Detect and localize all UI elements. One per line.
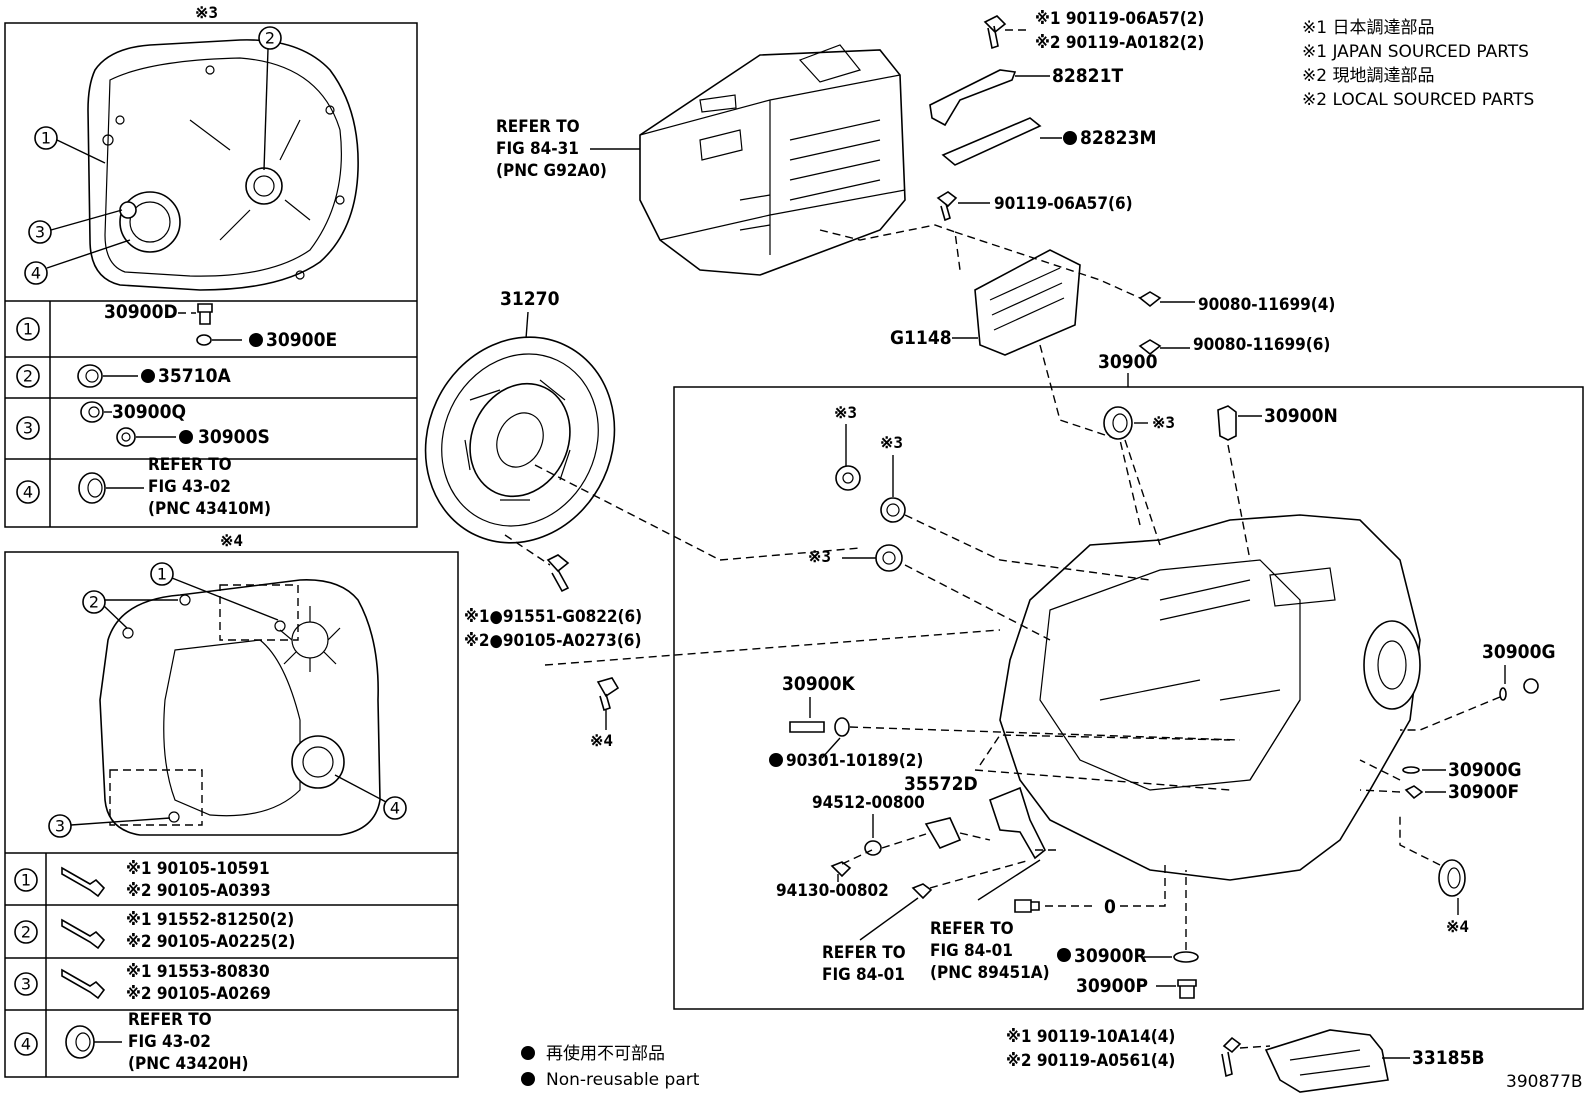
refer-inverter-2: FIG 84-31 xyxy=(496,139,579,159)
footer-legend-1: 再使用不可部品 xyxy=(546,1043,665,1064)
svg-text:3: 3 xyxy=(35,223,45,242)
mark-3-c: ※3 xyxy=(808,547,831,566)
part-30900P: 30900P xyxy=(1076,975,1148,997)
part-30900: 30900 xyxy=(1098,351,1158,373)
part-30900G-bottom: 30900G xyxy=(1448,759,1522,781)
legend-line-1: ※1 日本調達部品 xyxy=(1302,18,1434,38)
legend-line-3: ※2 現地調達部品 xyxy=(1302,66,1434,86)
part-G1148: G1148 xyxy=(890,327,952,349)
bolt-11699-4: 90080-11699(4) xyxy=(1198,295,1335,315)
transaxle-housing-drawing xyxy=(999,514,1421,881)
oring-90301: 90301-10189(2) xyxy=(786,751,923,771)
figure-code: 390877B xyxy=(1506,1072,1583,1092)
bolt-bottom-2: ※2 90119-A0561(4) xyxy=(1006,1051,1175,1071)
panel-3-refer-3: (PNC 43410M) xyxy=(148,499,271,519)
part-94130: 94130-00802 xyxy=(776,881,889,901)
panel-3-title: ※3 xyxy=(195,3,218,22)
svg-text:1: 1 xyxy=(23,320,33,339)
refer-fig-2b: FIG 84-01 xyxy=(930,941,1013,961)
panel-4-refer-2: FIG 43-02 xyxy=(128,1032,211,1052)
panel-4-row1-p1: ※1 90105-10591 xyxy=(126,859,270,879)
svg-text:2: 2 xyxy=(265,29,275,48)
panel-4-callouts: 1 2 3 4 xyxy=(48,562,407,838)
panel-3-callouts: 2 1 3 4 xyxy=(24,26,282,285)
mark-3-d: ※3 xyxy=(1152,413,1175,432)
svg-text:2: 2 xyxy=(23,367,33,386)
legend-line-2: ※1 JAPAN SOURCED PARTS xyxy=(1302,42,1529,62)
svg-text:4: 4 xyxy=(390,799,400,818)
part-35572D: 35572D xyxy=(904,773,978,795)
svg-text:4: 4 xyxy=(23,483,33,502)
panel-4: ※4 1 2 3 4 xyxy=(4,531,459,1078)
panel-4-row1-p2: ※2 90105-A0393 xyxy=(126,881,271,901)
svg-text:2: 2 xyxy=(89,593,99,612)
panel-4-row3-p2: ※2 90105-A0269 xyxy=(126,984,271,1004)
svg-text:1: 1 xyxy=(157,565,167,584)
svg-text:2: 2 xyxy=(21,923,31,942)
mark-4-seal: ※4 xyxy=(1446,917,1469,936)
refer-fig-1a: REFER TO xyxy=(822,943,906,963)
refer-inverter-1: REFER TO xyxy=(496,117,580,137)
part-30900K: 30900K xyxy=(782,673,855,695)
part-33185B: 33185B xyxy=(1412,1047,1485,1069)
part-94512: 94512-00800 xyxy=(812,793,925,813)
refer-fig-2c: (PNC 89451A) xyxy=(930,963,1050,983)
part-82821T: 82821T xyxy=(1052,65,1123,87)
svg-text:4: 4 xyxy=(31,264,41,283)
svg-text:1: 1 xyxy=(41,129,51,148)
panel-4-housing-drawing xyxy=(99,579,381,836)
panel-3-part-30900S: 30900S xyxy=(198,426,270,448)
bolt-bottom-1: ※1 90119-10A14(4) xyxy=(1006,1027,1175,1047)
part-31270: 31270 xyxy=(500,288,560,310)
inverter-assembly xyxy=(639,44,906,276)
svg-text:1: 1 xyxy=(21,871,31,890)
panel-3-housing-drawing xyxy=(87,39,359,291)
bolt-clutch-1: ※1●91551-G0822(6) xyxy=(464,607,642,627)
panel-4-title: ※4 xyxy=(220,531,243,550)
panel-4-refer-1: REFER TO xyxy=(128,1010,212,1030)
mark-3-a: ※3 xyxy=(834,403,857,422)
svg-text:3: 3 xyxy=(21,975,31,994)
panel-4-row3-p1: ※1 91553-80830 xyxy=(126,962,270,982)
panel-3-part-30900Q: 30900Q xyxy=(112,401,186,423)
bolt-top-2: ※2 90119-A0182(2) xyxy=(1035,33,1204,53)
bolt-top-1: ※1 90119-06A57(2) xyxy=(1035,9,1204,29)
sourcing-legend: ※1 日本調達部品 ※1 JAPAN SOURCED PARTS ※2 現地調達… xyxy=(1302,18,1534,110)
mark-4-bolt: ※4 xyxy=(590,731,613,750)
panel-4-row2-p1: ※1 91552-81250(2) xyxy=(126,910,294,930)
svg-text:3: 3 xyxy=(55,817,65,836)
mark-3-b: ※3 xyxy=(880,433,903,452)
panel-3-refer-1: REFER TO xyxy=(148,455,232,475)
svg-text:3: 3 xyxy=(23,419,33,438)
refer-fig-1b: FIG 84-01 xyxy=(822,965,905,985)
panel-3-part-30900E: 30900E xyxy=(266,329,337,351)
legend-line-4: ※2 LOCAL SOURCED PARTS xyxy=(1302,90,1534,110)
non-reusable-legend: 再使用不可部品 Non-reusable part xyxy=(521,1043,700,1090)
panel-4-row2-p2: ※2 90105-A0225(2) xyxy=(126,932,295,952)
panel-3-frame xyxy=(4,22,418,528)
footer-legend-2: Non-reusable part xyxy=(546,1070,700,1090)
panel-4-frame xyxy=(4,551,459,1078)
refer-fig-2a: REFER TO xyxy=(930,919,1014,939)
bolt-clutch-2: ※2●90105-A0273(6) xyxy=(464,631,641,651)
refer-inverter-3: (PNC G92A0) xyxy=(496,161,607,181)
panel-3: ※3 2 1 3 4 xyxy=(4,3,418,528)
part-82823M: 82823M xyxy=(1080,127,1156,149)
part-30900F: 30900F xyxy=(1448,781,1519,803)
drain-plug-mark: 0 xyxy=(1104,896,1116,918)
part-30900R: 30900R xyxy=(1074,945,1147,967)
clutch-disc-drawing xyxy=(424,336,616,544)
part-30900G-top: 30900G xyxy=(1482,641,1556,663)
panel-4-refer-3: (PNC 43420H) xyxy=(128,1054,249,1074)
panel-3-part-30900D: 30900D xyxy=(104,301,178,323)
svg-text:4: 4 xyxy=(21,1035,31,1054)
part-30900N: 30900N xyxy=(1264,405,1338,427)
bolt-06A57-6: 90119-06A57(6) xyxy=(994,194,1133,214)
panel-3-refer-2: FIG 43-02 xyxy=(148,477,231,497)
panel-3-part-35710A: 35710A xyxy=(158,365,231,387)
bolt-11699-6: 90080-11699(6) xyxy=(1193,335,1330,355)
